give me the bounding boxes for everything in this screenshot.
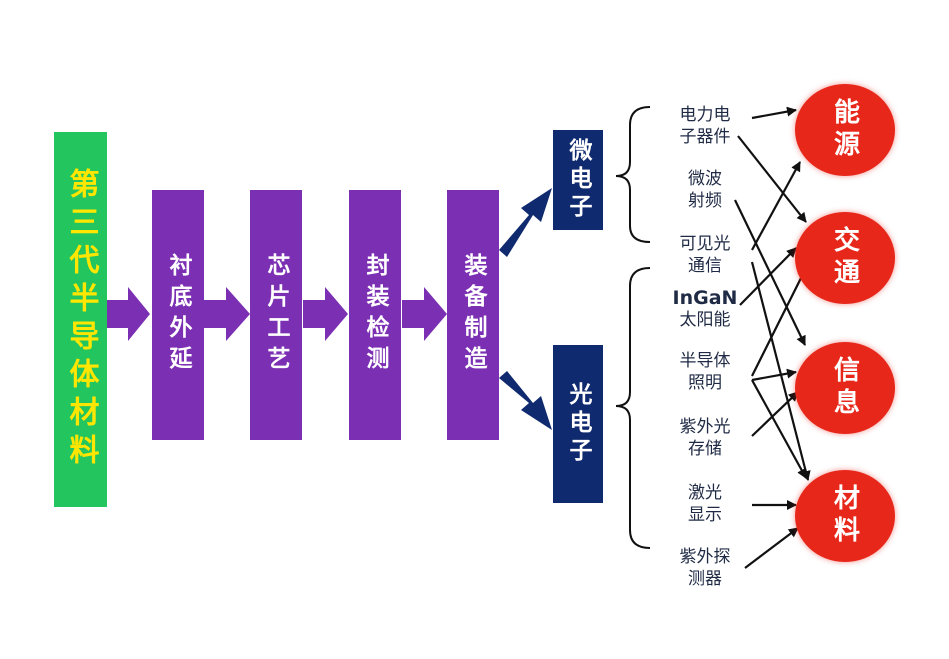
application-links bbox=[734, 106, 811, 569]
process-step-substrate: 衬底外延 bbox=[152, 190, 204, 440]
link-microwave-info bbox=[734, 199, 806, 346]
process-step-label: 装备制造 bbox=[460, 253, 486, 377]
application-uv-storage: 紫外光 存储 bbox=[660, 416, 750, 460]
branch-label: 微电子 bbox=[565, 138, 591, 222]
bracket-micro bbox=[615, 106, 651, 243]
application-line: 射频 bbox=[688, 191, 722, 211]
field-label: 信息 bbox=[829, 356, 860, 420]
link-vlc-material bbox=[750, 261, 811, 481]
field-information: 信息 bbox=[795, 342, 895, 434]
process-arrow-3 bbox=[303, 287, 348, 341]
application-line: 测器 bbox=[688, 569, 722, 589]
application-visible-light-comm: 可见光 通信 bbox=[660, 233, 750, 277]
link-uv-material bbox=[744, 527, 799, 569]
branch-optoelectronics: 光电子 bbox=[553, 345, 603, 503]
process-step-chip: 芯片工艺 bbox=[250, 190, 302, 440]
branch-label: 光电子 bbox=[565, 382, 591, 466]
branch-arrows bbox=[499, 188, 552, 430]
application-semiconductor-lighting: 半导体 照明 bbox=[660, 350, 750, 394]
application-line: InGaN bbox=[672, 287, 738, 309]
branch-microelectronics: 微电子 bbox=[553, 130, 603, 230]
field-materials: 材料 bbox=[795, 470, 895, 562]
application-line: 子器件 bbox=[679, 127, 731, 147]
link-lighting-info bbox=[751, 368, 797, 382]
process-arrow-2 bbox=[204, 287, 250, 341]
brackets bbox=[615, 106, 651, 549]
application-line: 显示 bbox=[688, 505, 722, 525]
source-material-box: 第三代半导体材料 bbox=[54, 132, 107, 507]
application-uv-detector: 紫外探 测器 bbox=[660, 546, 750, 590]
process-arrows bbox=[107, 287, 447, 341]
field-transport: 交通 bbox=[795, 212, 895, 304]
process-arrow-4 bbox=[402, 287, 447, 341]
application-line: 激光 bbox=[688, 483, 722, 503]
branch-arrow-up bbox=[499, 188, 552, 257]
application-line: 存储 bbox=[688, 439, 722, 459]
application-power-device: 电力电 子器件 bbox=[660, 104, 750, 148]
application-ingan-solar: InGaN 太阳能 bbox=[660, 287, 750, 331]
link-lighting-material bbox=[751, 379, 807, 479]
process-step-packaging: 封装检测 bbox=[349, 190, 401, 440]
application-line: 可见光 bbox=[679, 234, 731, 254]
application-laser-display: 激光 显示 bbox=[660, 482, 750, 526]
process-step-equipment: 装备制造 bbox=[447, 190, 499, 440]
source-material-label: 第三代半导体材料 bbox=[63, 167, 99, 472]
process-step-label: 衬底外延 bbox=[165, 253, 191, 377]
branch-arrow-down bbox=[499, 371, 552, 430]
application-line: 电力电 bbox=[679, 105, 731, 125]
application-line: 半导体 bbox=[679, 351, 731, 371]
process-step-label: 封装检测 bbox=[362, 253, 388, 377]
field-energy: 能源 bbox=[795, 84, 895, 176]
link-storage-info bbox=[751, 391, 799, 437]
link-power-transport bbox=[737, 135, 807, 223]
link-power-energy bbox=[751, 106, 797, 120]
field-label: 材料 bbox=[829, 484, 860, 548]
application-microwave-rf: 微波 射频 bbox=[660, 168, 750, 212]
application-line: 紫外探 bbox=[679, 547, 731, 567]
field-label: 能源 bbox=[829, 98, 860, 162]
link-lighting-transport bbox=[751, 267, 807, 377]
application-line: 微波 bbox=[688, 169, 722, 189]
process-step-label: 芯片工艺 bbox=[263, 253, 289, 377]
bracket-opto bbox=[615, 267, 651, 549]
application-line: 通信 bbox=[688, 256, 722, 276]
link-vlc-energy bbox=[751, 161, 801, 251]
process-arrow-1 bbox=[107, 287, 150, 341]
application-line: 紫外光 bbox=[679, 417, 731, 437]
field-label: 交通 bbox=[829, 226, 860, 290]
application-line: 照明 bbox=[688, 373, 722, 393]
application-line: 太阳能 bbox=[679, 310, 731, 330]
link-solar-transport bbox=[739, 247, 797, 306]
